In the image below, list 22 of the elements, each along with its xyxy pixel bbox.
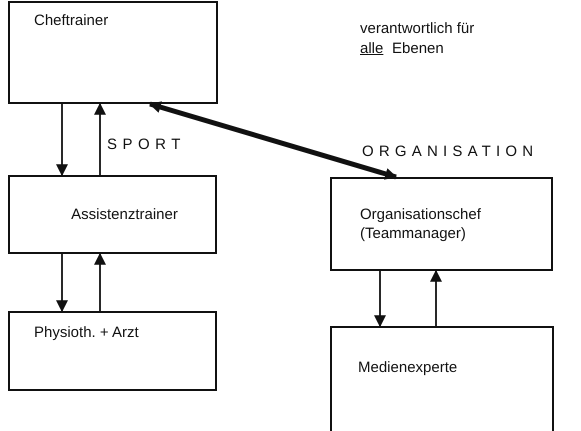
role-name: Assistenztrainer: [71, 204, 178, 224]
arrow: [430, 270, 442, 326]
role-name: Organisationschef (Teammanager): [360, 204, 482, 244]
note-text: verantwortlich für: [360, 20, 474, 37]
area-label: ORGANISATION: [362, 143, 538, 160]
double-arrow: [148, 101, 398, 180]
role-box: [8, 311, 217, 391]
role-box: [8, 1, 218, 104]
note-text: alle: [360, 40, 384, 57]
role-box: [330, 177, 553, 271]
arrow: [94, 252, 106, 311]
role-box: [8, 175, 217, 254]
role-name: Medienexperte: [358, 358, 458, 378]
note-text: Ebenen: [392, 40, 444, 57]
arrow: [56, 254, 68, 312]
role-box: [330, 326, 554, 431]
arrow: [56, 104, 68, 176]
role-name: Physioth. + Arzt: [34, 323, 139, 342]
arrow: [94, 102, 106, 175]
arrow: [374, 271, 386, 328]
role-name: Cheftrainer: [34, 11, 108, 30]
area-label: SPORT: [107, 136, 186, 153]
